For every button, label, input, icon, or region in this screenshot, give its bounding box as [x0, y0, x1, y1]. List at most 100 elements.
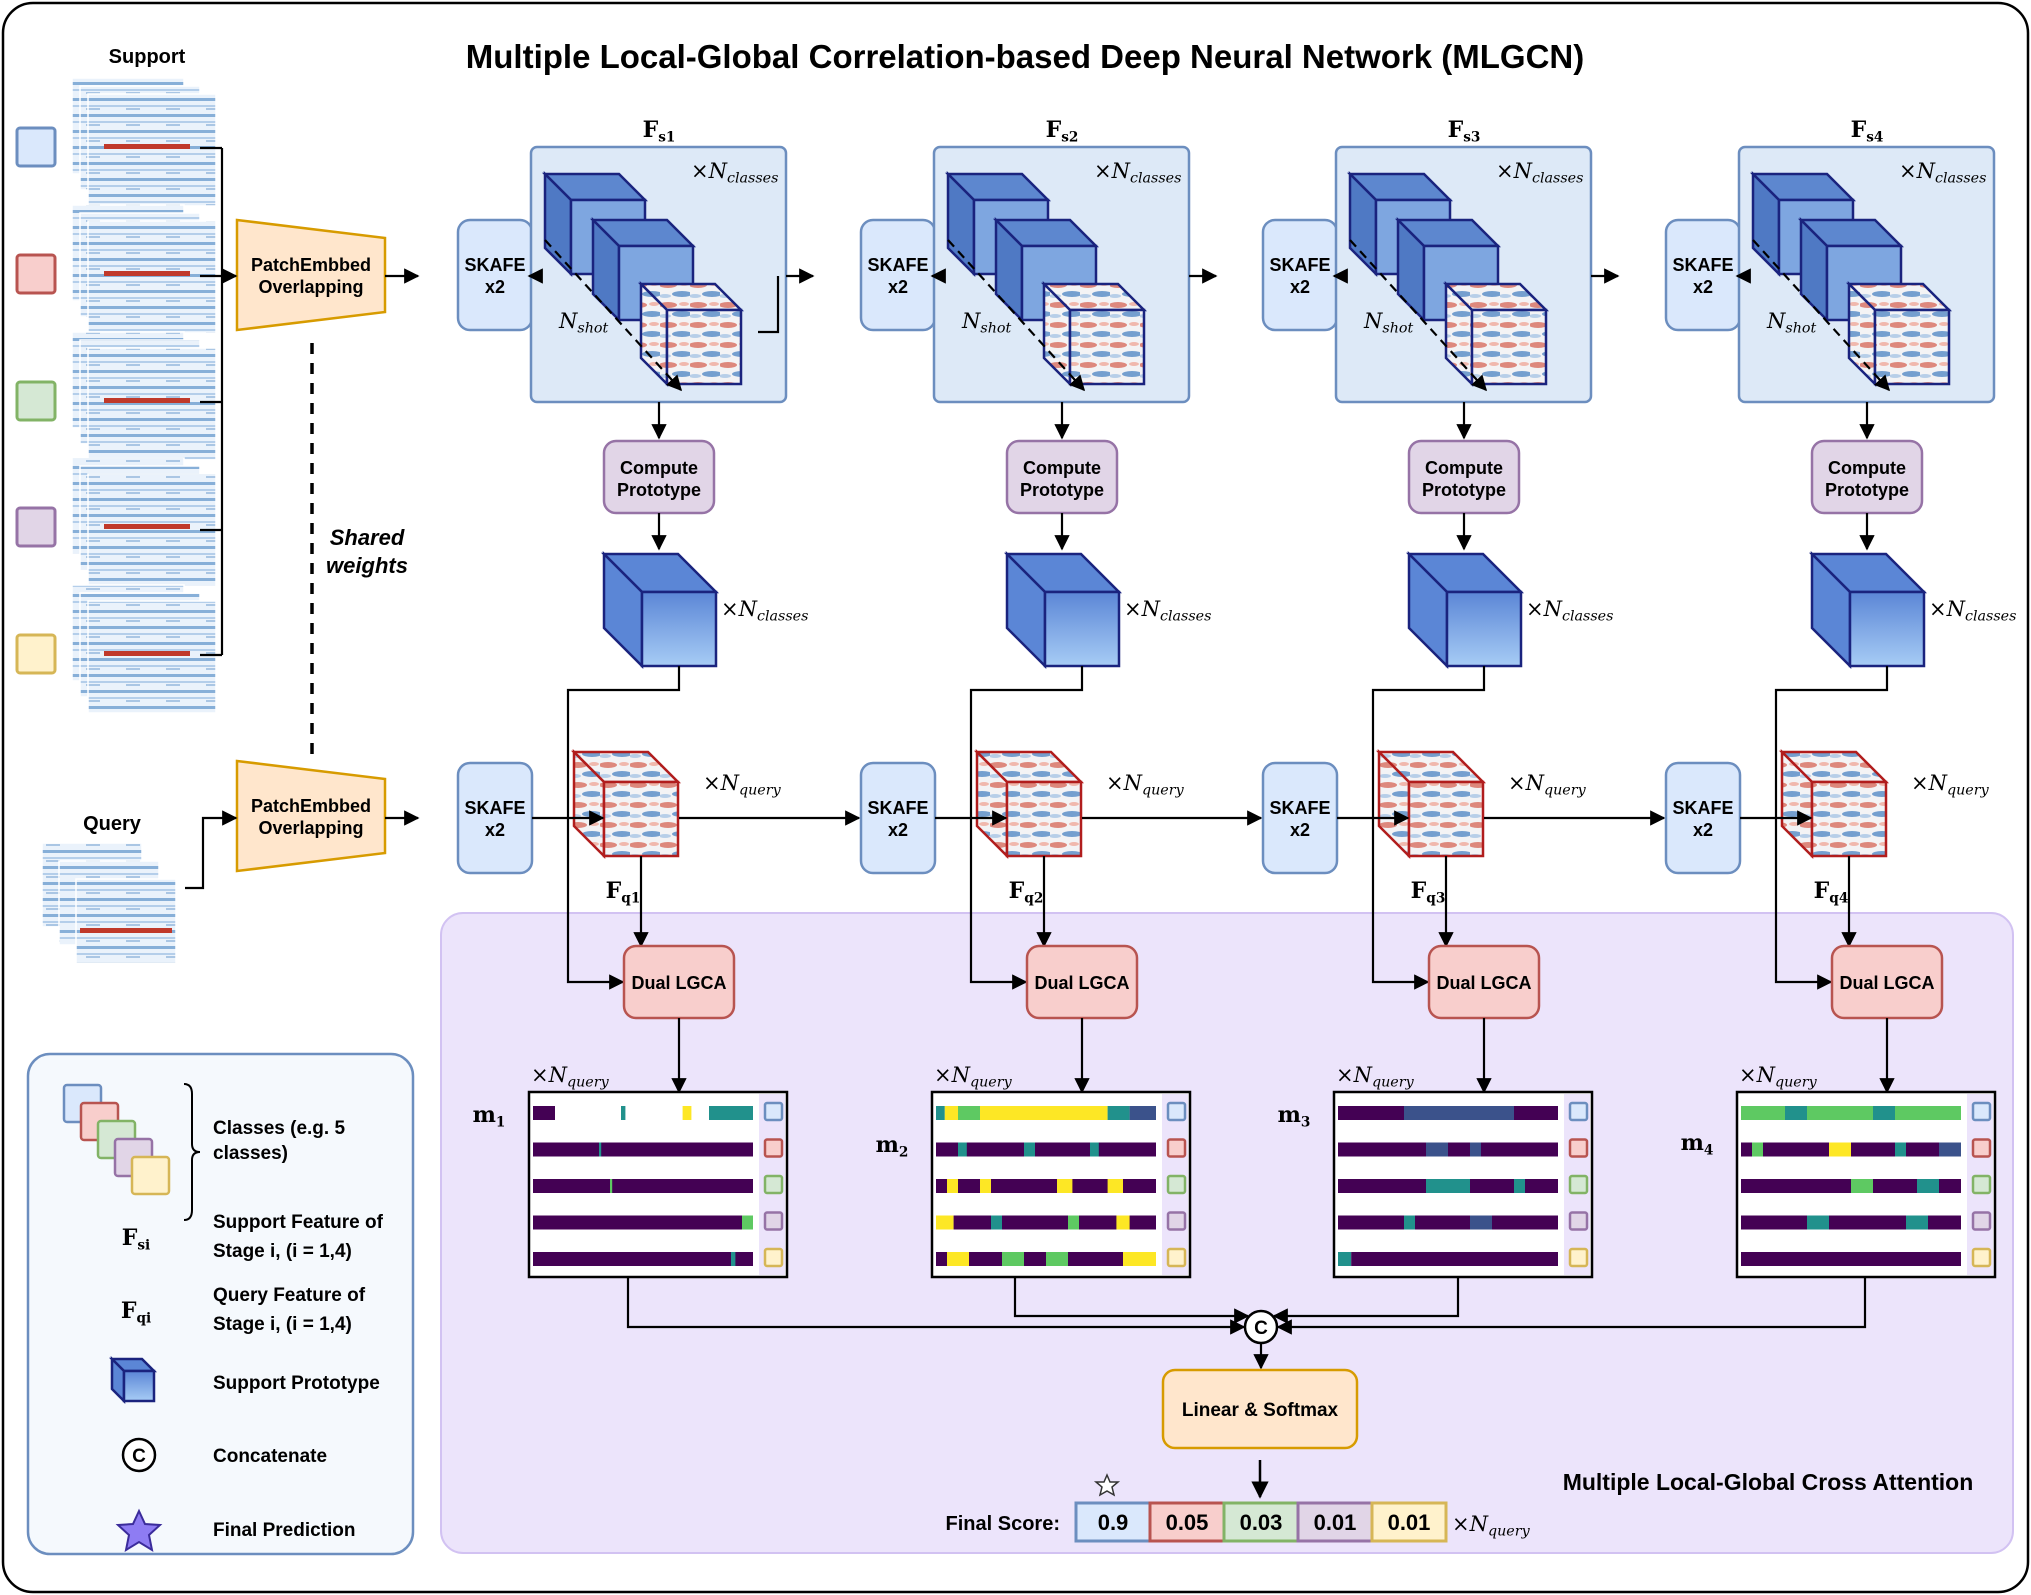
- support-feature-label-2: Fs2: [1046, 117, 1079, 145]
- class-swatch-5: [1568, 1247, 1589, 1268]
- n-classes-label: ×Nclasses: [1496, 159, 1583, 187]
- heat-cell: [1116, 1215, 1130, 1230]
- skafe-query-1: [456, 761, 534, 875]
- query-cube-2: [973, 748, 1085, 860]
- tex-cube-front: [1873, 308, 1951, 386]
- final-score-value-1: 0.9: [1098, 1510, 1129, 1535]
- dual-lgca-label: Dual LGCA: [1839, 973, 1934, 993]
- class-swatch-2: [15, 253, 57, 295]
- n-classes-label: ×Nclasses: [1124, 597, 1211, 625]
- query-feature-label-4: Fq4: [1814, 878, 1849, 906]
- shared-weights-label-1: Shared: [330, 525, 405, 550]
- map-to-concat-line: [1272, 1277, 1460, 1324]
- n-query-label: ×Nquery: [1739, 1063, 1818, 1091]
- query-feature-label-3: Fq3: [1411, 878, 1446, 906]
- tex-cube-front: [1407, 780, 1485, 858]
- skafe-repeat: x2: [1693, 820, 1713, 840]
- cube-front: [1848, 590, 1926, 668]
- cube-front: [1043, 590, 1121, 668]
- heat-cell: [533, 1215, 753, 1230]
- heat-cell: [621, 1106, 626, 1120]
- prototype-to-lgca-line: [566, 666, 681, 990]
- skafe-support-3: [1261, 218, 1339, 332]
- heat-cell: [1851, 1179, 1873, 1193]
- heat-cell: [980, 1179, 991, 1193]
- n-shot-arrow: [1349, 239, 1488, 392]
- support-sample-signal: [104, 144, 190, 149]
- heat-cell: [1426, 1142, 1448, 1157]
- heat-cell: [980, 1106, 1108, 1120]
- n-query-label: ×Nquery: [1911, 771, 1990, 799]
- class-swatch-2: [1568, 1138, 1589, 1158]
- skafe-support-2: [859, 218, 937, 332]
- compute-prototype-label-1: Compute: [620, 458, 698, 478]
- legend-query-line-1: Query Feature of: [213, 1285, 366, 1306]
- final-score-cell-3: [1222, 1501, 1300, 1543]
- n-classes-label: ×Nclasses: [1929, 597, 2016, 625]
- n-query-label: ×Nquery: [1336, 1063, 1415, 1091]
- patch-embed-query-label-1: PatchEmbbed: [251, 796, 371, 816]
- support-set: [15, 77, 217, 714]
- heat-cell: [936, 1215, 954, 1230]
- skafe-label: SKAFE: [867, 255, 928, 275]
- stage-1: SKAFEx2SKAFEx2Fs1×NclassesNshotComputePr…: [456, 117, 1246, 1335]
- prototype-to-lgca-line: [1774, 666, 1889, 990]
- diagram-title: Multiple Local-Global Correlation-based …: [466, 38, 1584, 75]
- class-swatch-3: [1971, 1174, 1992, 1195]
- n-classes-label: ×Nclasses: [1899, 159, 1986, 187]
- heat-cell: [1024, 1142, 1035, 1157]
- heat-cell: [1404, 1106, 1514, 1120]
- support-cube-3: [1845, 280, 1953, 388]
- legend-final-label: Final Prediction: [213, 1520, 356, 1541]
- heat-cell: [1404, 1215, 1415, 1230]
- heat-cell: [991, 1215, 1002, 1230]
- compute-prototype-label-1: Compute: [1023, 458, 1101, 478]
- heat-cell: [1338, 1252, 1352, 1266]
- heat-cell: [1057, 1179, 1073, 1193]
- shared-weights-label-2: weights: [326, 553, 408, 578]
- region-label: Multiple Local-Global Cross Attention: [1563, 1469, 1974, 1495]
- heat-cell: [1741, 1106, 1961, 1120]
- support-feature-label-1: Fs1: [643, 117, 676, 145]
- final-score-value-3: 0.03: [1240, 1510, 1283, 1535]
- support-label: Support: [109, 46, 186, 68]
- skafe-label: SKAFE: [1672, 255, 1733, 275]
- class-swatch-1: [15, 126, 57, 168]
- class-swatch-3: [1166, 1174, 1187, 1195]
- legend-brace: [183, 1083, 201, 1221]
- n-shot-label: Nshot: [961, 309, 1011, 337]
- heat-cell: [1917, 1179, 1939, 1193]
- query-label: Query: [83, 813, 142, 835]
- heat-cell: [1046, 1252, 1068, 1266]
- skafe-repeat: x2: [888, 277, 908, 297]
- class-swatch-5: [1971, 1247, 1992, 1268]
- heat-cell: [1785, 1106, 1807, 1120]
- heat-cell: [1338, 1215, 1558, 1230]
- heat-cell: [1873, 1106, 1895, 1120]
- class-swatch-2: [1971, 1138, 1992, 1158]
- legend-prototype-label: Support Prototype: [213, 1373, 380, 1394]
- skafe-repeat: x2: [1290, 820, 1310, 840]
- query-sample-layer: [75, 878, 177, 964]
- final-score-label: Final Score:: [946, 1513, 1060, 1535]
- heat-cell: [610, 1179, 613, 1193]
- n-shot-label: Nshot: [558, 309, 608, 337]
- heat-cell: [1129, 1106, 1156, 1120]
- class-swatch-3: [15, 380, 57, 422]
- skafe-support-1: [456, 218, 534, 332]
- map-label-4: m4: [1681, 1130, 1714, 1158]
- heat-cell: [731, 1252, 736, 1266]
- skafe-repeat: x2: [888, 820, 908, 840]
- heat-cell: [1470, 1142, 1481, 1157]
- prototype-cube-3: [1405, 550, 1525, 670]
- heat-cell: [1470, 1215, 1492, 1230]
- heat-cell: [533, 1106, 555, 1120]
- compute-prototype-label-2: Prototype: [617, 480, 701, 500]
- prediction-head: C Linear & Softmax Final Score:: [946, 1309, 1359, 1535]
- n-query-label: ×Nquery: [1106, 771, 1185, 799]
- legend-concat-icon: [121, 1437, 157, 1473]
- skafe-label: SKAFE: [1269, 255, 1330, 275]
- prototype-to-lgca-line: [969, 666, 1084, 990]
- skafe-label: SKAFE: [867, 798, 928, 818]
- heat-cell: [1895, 1142, 1906, 1157]
